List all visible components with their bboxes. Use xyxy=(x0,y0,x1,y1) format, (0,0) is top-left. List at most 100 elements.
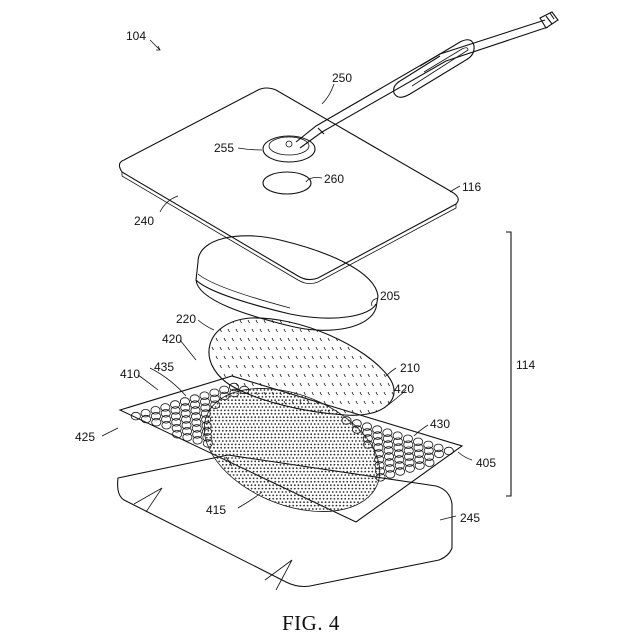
micro-perforation xyxy=(258,488,260,490)
slit xyxy=(384,392,386,395)
micro-perforation xyxy=(215,440,217,442)
label-420-a: 420 xyxy=(162,332,182,346)
micro-perforation xyxy=(262,495,264,497)
micro-perforation xyxy=(361,389,363,391)
micro-perforation xyxy=(262,416,264,418)
micro-perforation xyxy=(384,420,386,422)
micro-perforation xyxy=(373,461,375,463)
micro-perforation xyxy=(319,508,321,510)
micro-perforation xyxy=(300,389,302,391)
micro-perforation xyxy=(251,488,253,490)
micro-perforation xyxy=(343,478,345,480)
micro-perforation xyxy=(364,467,366,469)
micro-perforation xyxy=(262,488,264,490)
micro-perforation xyxy=(235,447,237,449)
micro-perforation xyxy=(271,457,273,459)
micro-perforation xyxy=(256,505,258,507)
micro-perforation xyxy=(269,427,271,429)
micro-perforation xyxy=(318,433,320,435)
micro-perforation xyxy=(262,498,264,500)
slit xyxy=(268,347,270,350)
micro-perforation xyxy=(370,498,372,500)
micro-perforation xyxy=(215,495,217,497)
slit xyxy=(216,392,218,395)
slit xyxy=(220,383,222,386)
slit xyxy=(272,356,274,359)
micro-perforation xyxy=(238,505,240,507)
micro-perforation xyxy=(210,481,212,483)
micro-perforation xyxy=(247,420,249,422)
slit xyxy=(344,320,346,323)
micro-perforation xyxy=(354,447,356,449)
slit xyxy=(376,356,378,359)
slit xyxy=(232,356,234,359)
micro-perforation xyxy=(267,423,269,425)
micro-perforation xyxy=(233,484,235,486)
micro-perforation xyxy=(388,393,390,395)
micro-perforation xyxy=(262,464,264,466)
micro-perforation xyxy=(319,406,321,408)
micro-perforation xyxy=(256,457,258,459)
micro-perforation xyxy=(318,491,320,493)
micro-perforation xyxy=(251,420,253,422)
micro-perforation xyxy=(312,495,314,497)
micro-perforation xyxy=(308,427,310,429)
micro-perforation xyxy=(386,413,388,415)
micro-perforation xyxy=(228,399,230,401)
micro-perforation xyxy=(238,399,240,401)
micro-perforation xyxy=(314,444,316,446)
micro-perforation xyxy=(265,396,267,398)
micro-perforation xyxy=(215,464,217,466)
micro-perforation xyxy=(215,393,217,395)
micro-perforation xyxy=(366,461,368,463)
micro-perforation xyxy=(208,416,210,418)
micro-perforation xyxy=(289,457,291,459)
micro-perforation xyxy=(357,423,359,425)
micro-perforation xyxy=(323,416,325,418)
micro-perforation xyxy=(276,406,278,408)
micro-perforation xyxy=(251,474,253,476)
slit xyxy=(332,347,334,350)
micro-perforation xyxy=(199,467,201,469)
micro-perforation xyxy=(254,416,256,418)
micro-perforation xyxy=(362,450,364,452)
micro-perforation xyxy=(326,488,328,490)
micro-perforation xyxy=(246,457,248,459)
micro-perforation xyxy=(278,437,280,439)
label-205: 205 xyxy=(380,289,400,303)
micro-perforation xyxy=(379,399,381,401)
micro-perforation xyxy=(337,450,339,452)
micro-perforation xyxy=(211,464,213,466)
micro-perforation xyxy=(370,508,372,510)
micro-perforation xyxy=(260,505,262,507)
micro-perforation xyxy=(323,461,325,463)
micro-perforation xyxy=(380,488,382,490)
micro-perforation xyxy=(323,420,325,422)
micro-perforation xyxy=(256,413,258,415)
micro-perforation xyxy=(290,427,292,429)
micro-perforation xyxy=(361,505,363,507)
micro-perforation xyxy=(303,501,305,503)
micro-perforation xyxy=(265,406,267,408)
micro-perforation xyxy=(355,488,357,490)
micro-perforation xyxy=(256,437,258,439)
micro-perforation xyxy=(278,447,280,449)
micro-perforation xyxy=(296,471,298,473)
slit xyxy=(344,392,346,395)
micro-perforation xyxy=(375,403,377,405)
micro-perforation xyxy=(220,389,222,391)
micro-perforation xyxy=(359,396,361,398)
micro-perforation xyxy=(215,430,217,432)
micro-perforation xyxy=(283,461,285,463)
micro-perforation xyxy=(368,478,370,480)
micro-perforation xyxy=(362,474,364,476)
micro-perforation xyxy=(289,423,291,425)
micro-perforation xyxy=(330,461,332,463)
micro-perforation xyxy=(211,488,213,490)
micro-perforation xyxy=(316,440,318,442)
micro-perforation xyxy=(249,471,251,473)
micro-perforation xyxy=(262,474,264,476)
micro-perforation xyxy=(326,474,328,476)
micro-perforation xyxy=(204,495,206,497)
micro-perforation xyxy=(287,484,289,486)
